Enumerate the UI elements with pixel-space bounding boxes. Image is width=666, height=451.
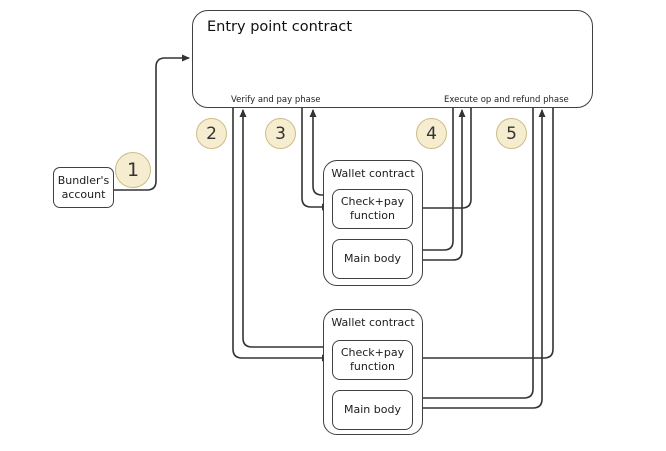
edge-5-entry-to-wallet2-mainbody <box>415 108 534 402</box>
step-badge-5: 5 <box>496 118 527 149</box>
bundlers-account-label-line2: account <box>61 187 106 201</box>
step-badge-3: 3 <box>265 118 296 149</box>
main-body-label-2: Main body <box>344 402 401 416</box>
wallet-contract-title-2: Wallet contract <box>331 316 415 329</box>
edge-2-entry-to-wallet2-checkpay <box>232 108 330 362</box>
check-pay-function-box-1: Check+pay function <box>332 189 413 229</box>
edge-4-entry-to-wallet1-mainbody <box>415 108 454 254</box>
main-body-label-1: Main body <box>344 251 401 265</box>
step-badge-2: 2 <box>196 118 227 149</box>
verify-and-pay-phase-label: Verify and pay phase <box>231 95 321 105</box>
step-badge-4: 4 <box>416 118 447 149</box>
check-pay-label-line1-1: Check+pay <box>340 194 405 208</box>
edge-4-entry-to-wallet1-checkpay-refund <box>415 108 472 212</box>
edge-3-wallet1-checkpay-return <box>309 109 332 196</box>
edge-5-wallet2-mainbody-return <box>413 109 546 409</box>
entry-point-title: Entry point contract <box>207 19 352 35</box>
bundlers-account-box: Bundler's account <box>53 167 114 208</box>
wallet-contract-title-1: Wallet contract <box>331 167 415 180</box>
check-pay-label-line1-2: Check+pay <box>340 345 405 359</box>
wallet-contract-box-2: Wallet contract Check+pay function Main … <box>323 309 423 435</box>
edge-1-bundler-to-entry <box>114 54 190 191</box>
edge-3-entry-to-wallet1-checkpay <box>301 108 330 211</box>
execute-op-refund-phase-label: Execute op and refund phase <box>444 95 569 105</box>
main-body-box-2: Main body <box>332 390 413 430</box>
edge-4-wallet1-mainbody-return <box>413 109 466 261</box>
edge-2-wallet2-checkpay-return <box>239 109 332 348</box>
entry-point-contract-box: Entry point contract Verify and pay phas… <box>192 10 593 108</box>
main-body-box-1: Main body <box>332 239 413 279</box>
step-badge-1: 1 <box>115 152 151 188</box>
edge-5-entry-to-wallet2-checkpay-refund <box>415 108 554 362</box>
check-pay-label-line2-2: function <box>350 360 395 373</box>
bundlers-account-label-line1: Bundler's <box>57 173 110 187</box>
wallet-contract-box-1: Wallet contract Check+pay function Main … <box>323 160 423 286</box>
check-pay-label-line2-1: function <box>350 209 395 222</box>
check-pay-function-box-2: Check+pay function <box>332 340 413 380</box>
